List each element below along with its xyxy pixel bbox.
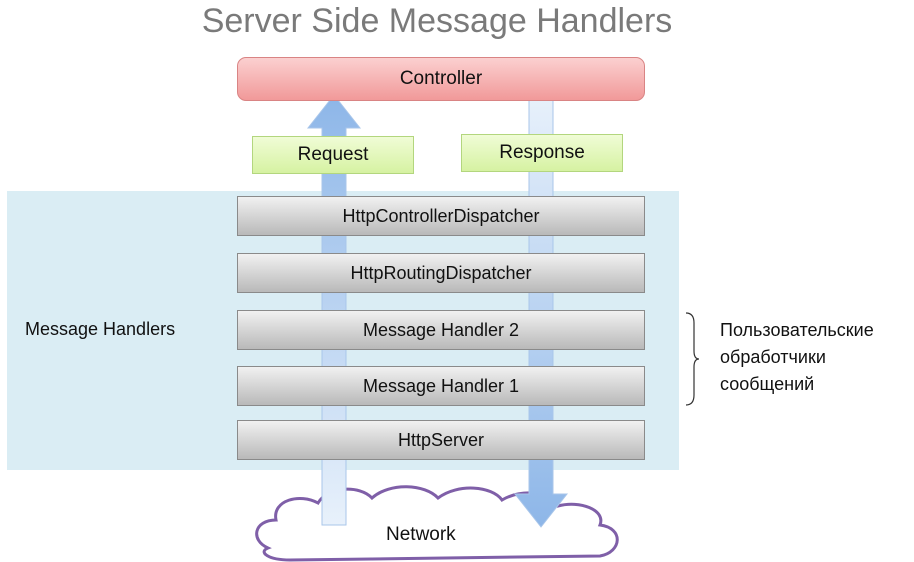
message-handlers-label: Message Handlers	[25, 319, 176, 339]
pipeline-stage-message-handler-1: Message Handler 1	[237, 366, 645, 406]
pipeline-stage-message-handler-2: Message Handler 2	[237, 310, 645, 350]
custom-handlers-label: Пользовательские обработчики сообщений	[720, 317, 874, 398]
network-label: Network	[386, 524, 456, 545]
custom-handlers-line-1: Пользовательские	[720, 320, 874, 340]
pipeline-stage-http-controller-dispatcher: HttpControllerDispatcher	[237, 196, 645, 236]
pipeline-stage-http-server: HttpServer	[237, 420, 645, 460]
custom-handlers-line-2: обработчики	[720, 347, 826, 367]
diagram-title: Server Side Message Handlers	[201, 2, 673, 40]
request-label: Request	[252, 136, 414, 174]
custom-handlers-brace	[685, 312, 700, 406]
controller-box: Controller	[237, 57, 645, 101]
custom-handlers-line-3: сообщений	[720, 374, 815, 394]
response-label: Response	[461, 134, 623, 172]
pipeline-stage-http-routing-dispatcher: HttpRoutingDispatcher	[237, 253, 645, 293]
